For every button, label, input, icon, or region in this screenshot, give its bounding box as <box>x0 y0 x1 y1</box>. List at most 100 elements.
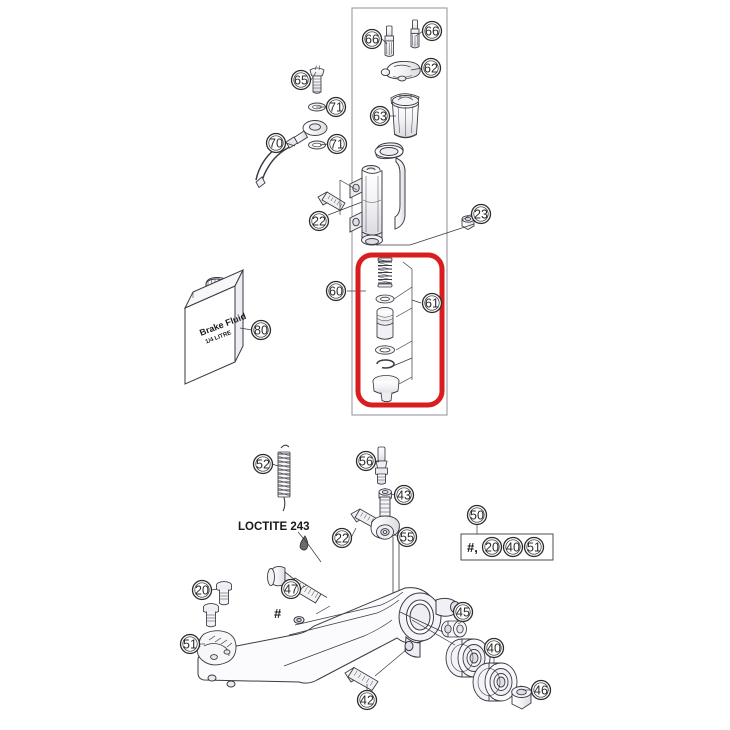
callout-bubble <box>393 484 415 506</box>
callout-number: 66 <box>365 33 379 47</box>
callout-bubble <box>421 292 443 314</box>
callout-number: 66 <box>425 25 439 39</box>
kit-hash-label: #, <box>467 540 478 555</box>
callout-push-rod-47[interactable]: 47 <box>280 578 302 600</box>
callout-bubble <box>252 453 274 475</box>
callout-reservoir-cup-63[interactable]: 63 <box>369 105 391 127</box>
callout-bubble-ring <box>329 136 345 152</box>
callout-bubble-ring <box>334 530 350 546</box>
callout-bubble <box>481 536 503 558</box>
callout-bubble-ring <box>311 213 327 229</box>
callout-bubble <box>331 527 353 549</box>
part-master-cylinder-body <box>349 142 406 246</box>
callout-bubble <box>530 679 552 701</box>
callout-number: 51 <box>527 541 541 555</box>
part-screw-42 <box>344 666 379 692</box>
callout-number: 80 <box>254 324 268 338</box>
callout-number: 65 <box>294 74 308 88</box>
callout-adjusting-screw-56[interactable]: 56 <box>355 450 377 472</box>
footrest-kit-box <box>460 533 554 561</box>
callout-sealing-ring-71[interactable]: 71 <box>325 96 347 118</box>
callout-bubble-ring <box>486 640 502 656</box>
callout-bubble <box>179 633 201 655</box>
callout-bubble-ring <box>399 529 415 545</box>
callout-bubble <box>369 105 391 127</box>
callout-bubble-ring <box>455 604 471 620</box>
part-footrest-51 <box>196 630 237 666</box>
callout-bubble <box>483 637 505 659</box>
callout-number: 43 <box>397 489 411 503</box>
callout-bubble <box>280 578 302 600</box>
callout-number: 22 <box>335 532 349 546</box>
callout-number: 55 <box>400 531 414 545</box>
callout-number: 40 <box>487 642 501 656</box>
callout-bubble <box>308 210 330 232</box>
callout-screw-22[interactable]: 22 <box>331 527 353 549</box>
callout-number: 46 <box>534 684 548 698</box>
callout-bubble <box>502 536 524 558</box>
callout-bubble-ring <box>484 539 500 555</box>
callout-footrest-kit-50[interactable]: 50 <box>466 504 488 526</box>
part-spacer-45 <box>441 620 467 638</box>
callout-bearing-40[interactable]: 40 <box>483 637 505 659</box>
callout-bubble <box>356 689 378 711</box>
callout-nut-46[interactable]: 46 <box>530 679 552 701</box>
part-brake-hose-70 <box>255 120 328 189</box>
callout-bubble <box>523 536 545 558</box>
callout-return-spring-52[interactable]: 52 <box>252 453 274 475</box>
callout-bubble <box>396 526 418 548</box>
callout-footrest-51[interactable]: 51 <box>179 633 201 655</box>
callout-bubble-ring <box>359 692 375 708</box>
callout-brake-fluid-bottle-80[interactable]: 80 <box>250 319 272 341</box>
callout-screw-22[interactable]: 22 <box>308 210 330 232</box>
callout-clevis-55[interactable]: 55 <box>396 526 418 548</box>
repair-kit-highlight <box>355 252 445 408</box>
callout-bubble-ring <box>505 539 521 555</box>
callout-bubble <box>191 579 213 601</box>
callout-number: 71 <box>330 138 344 152</box>
callout-number: 45 <box>456 606 470 620</box>
callout-banjo-bolt-65[interactable]: 65 <box>290 69 312 91</box>
callout-bubble <box>361 28 383 50</box>
callout-bubble-ring <box>268 135 284 151</box>
part-bleeder-screw-66b <box>410 19 420 49</box>
callout-bubble-ring <box>293 72 309 88</box>
callout-number: 70 <box>269 137 283 151</box>
callout-bleeder-screw-66[interactable]: 66 <box>421 20 443 42</box>
part-repair-kit-60-61 <box>372 257 400 403</box>
callout-brake-hose-70[interactable]: 70 <box>265 132 287 154</box>
callout-bearing-40[interactable]: 40 <box>502 536 524 558</box>
callout-number: 22 <box>312 215 326 229</box>
callout-bubble <box>355 450 377 472</box>
loctite-label: LOCTITE 243 <box>238 521 310 533</box>
callout-leaders <box>199 30 532 691</box>
part-bearings-40 <box>445 638 518 702</box>
callout-screw-20[interactable]: 20 <box>481 536 503 558</box>
callout-bubble <box>290 69 312 91</box>
callout-bleeder-screw-66[interactable]: 66 <box>361 28 383 50</box>
part-bleeder-screw-66a <box>384 25 394 57</box>
loctite-drop-icon <box>299 535 309 551</box>
callout-screw-20[interactable]: 20 <box>191 579 213 601</box>
pedal-hash-label: # <box>274 606 282 621</box>
callout-nut-23[interactable]: 23 <box>470 203 492 225</box>
callout-bubble-ring <box>533 682 549 698</box>
callout-repair-kit-60[interactable]: 60 <box>325 280 347 302</box>
callout-sealing-ring-71[interactable]: 71 <box>326 133 348 155</box>
callout-number: 23 <box>474 208 488 222</box>
part-brake-pedal-lever <box>197 587 460 688</box>
callout-reservoir-cap-62[interactable]: 62 <box>420 57 442 79</box>
callout-bubble-ring <box>526 539 542 555</box>
callout-bubble-ring <box>194 582 210 598</box>
callout-bubble-ring <box>328 283 344 299</box>
callout-footrest-51[interactable]: 51 <box>523 536 545 558</box>
part-adjusting-screw-56 <box>375 446 388 485</box>
callout-bubble <box>470 203 492 225</box>
callout-spacer-45[interactable]: 45 <box>452 601 474 623</box>
callout-lock-nut-43[interactable]: 43 <box>393 484 415 506</box>
callout-piston-kit-61[interactable]: 61 <box>421 292 443 314</box>
callout-leaders-kit <box>347 261 422 385</box>
callout-screw-42[interactable]: 42 <box>356 689 378 711</box>
callout-number: 20 <box>195 584 209 598</box>
callout-number: 62 <box>424 62 438 76</box>
